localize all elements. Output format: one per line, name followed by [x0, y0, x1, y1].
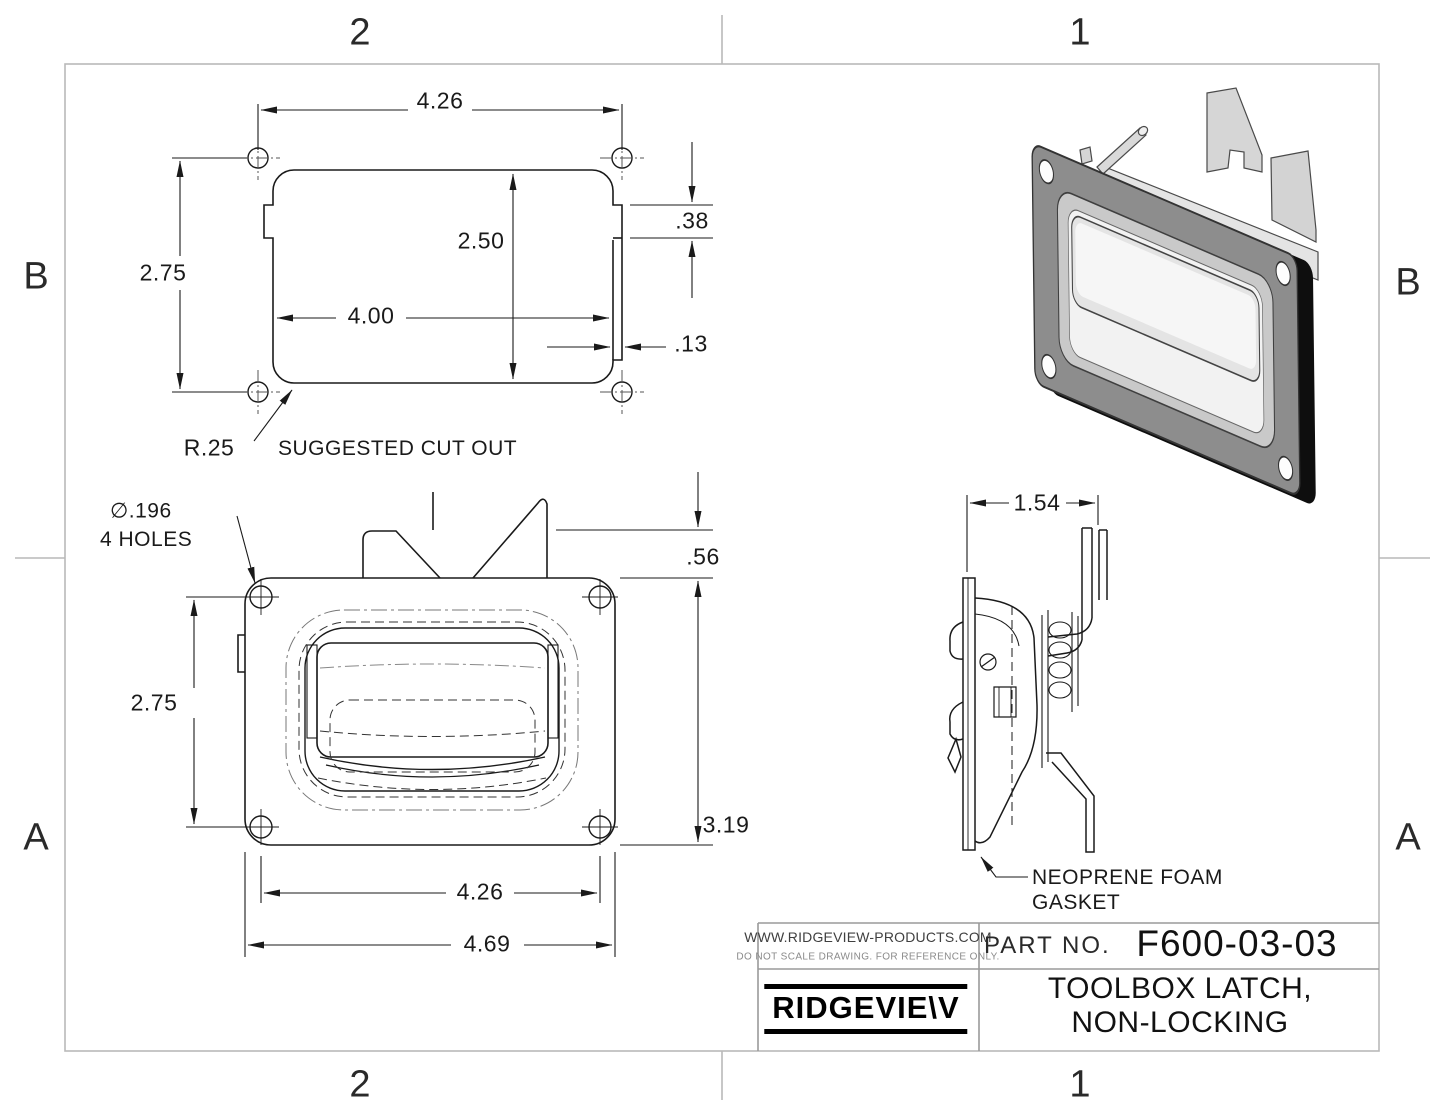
dim-front-tab-height: .56	[686, 543, 720, 570]
drawing-title-line1: TOOLBOX LATCH,	[1047, 972, 1313, 1005]
dim-cutout-hole-span-width: 4.26	[412, 87, 468, 115]
zone-label-top-1: 1	[1069, 11, 1091, 54]
side-view-dimensions	[966, 495, 1099, 878]
gasket-callout-line2: GASKET	[1032, 891, 1121, 914]
title-block-rules	[757, 922, 1379, 1051]
zone-label-right-a: A	[1395, 816, 1421, 859]
cutout-holes	[247, 147, 633, 403]
zone-label-left-a: A	[23, 816, 49, 859]
front-view-recess	[285, 609, 579, 811]
cutout-view-label: SUGGESTED CUT OUT	[278, 437, 518, 460]
note-hole-diameter: ∅.196	[110, 499, 172, 523]
cutout-view-geometry	[263, 169, 623, 384]
side-view-geometry	[947, 527, 1108, 853]
dim-front-overall-height: 3.19	[702, 811, 750, 838]
cutout-hole-centerlines	[236, 136, 644, 414]
dim-cutout-notch-height: .38	[675, 207, 709, 234]
zone-label-bottom-2: 2	[349, 1063, 371, 1106]
dim-front-overall-width: 4.69	[459, 930, 515, 958]
note-hole-count: 4 HOLES	[100, 528, 193, 551]
ridgeview-logo: RIDGEVIE\V	[764, 984, 968, 1034]
dim-front-hole-span-height: 2.75	[126, 689, 182, 717]
part-number-value: F600-03-03	[1136, 923, 1338, 964]
front-view-geometry	[237, 492, 616, 846]
zone-label-bottom-1: 1	[1069, 1063, 1091, 1106]
dim-cutout-height: 2.50	[457, 227, 505, 254]
zone-label-left-b: B	[23, 255, 49, 298]
drawing-title-line2: NON-LOCKING	[1071, 1006, 1289, 1039]
isometric-view	[1031, 87, 1319, 504]
front-view-dimensions	[186, 472, 713, 957]
gasket-callout-line1: NEOPRENE FOAM	[1032, 866, 1223, 889]
dim-cutout-hole-span-height: 2.75	[135, 259, 191, 287]
zone-label-top-2: 2	[349, 11, 371, 54]
title-block-disclaimer: DO NOT SCALE DRAWING. FOR REFERENCE ONLY…	[736, 951, 1000, 963]
front-view-holes	[243, 579, 618, 845]
dim-cutout-slot-width: .13	[674, 330, 708, 357]
part-number-label: PART NO.	[984, 932, 1111, 959]
title-block-website: WWW.RIDGEVIEW-PRODUCTS.COM	[744, 929, 992, 945]
dim-cutout-corner-radius: R.25	[183, 434, 235, 461]
dim-front-hole-span-width: 4.26	[452, 878, 508, 906]
dim-cutout-width: 4.00	[343, 302, 399, 330]
dim-side-depth: 1.54	[1009, 489, 1065, 517]
cutout-dimensions	[172, 104, 713, 442]
zone-label-right-b: B	[1395, 261, 1421, 304]
sheet-frame	[15, 15, 1430, 1100]
